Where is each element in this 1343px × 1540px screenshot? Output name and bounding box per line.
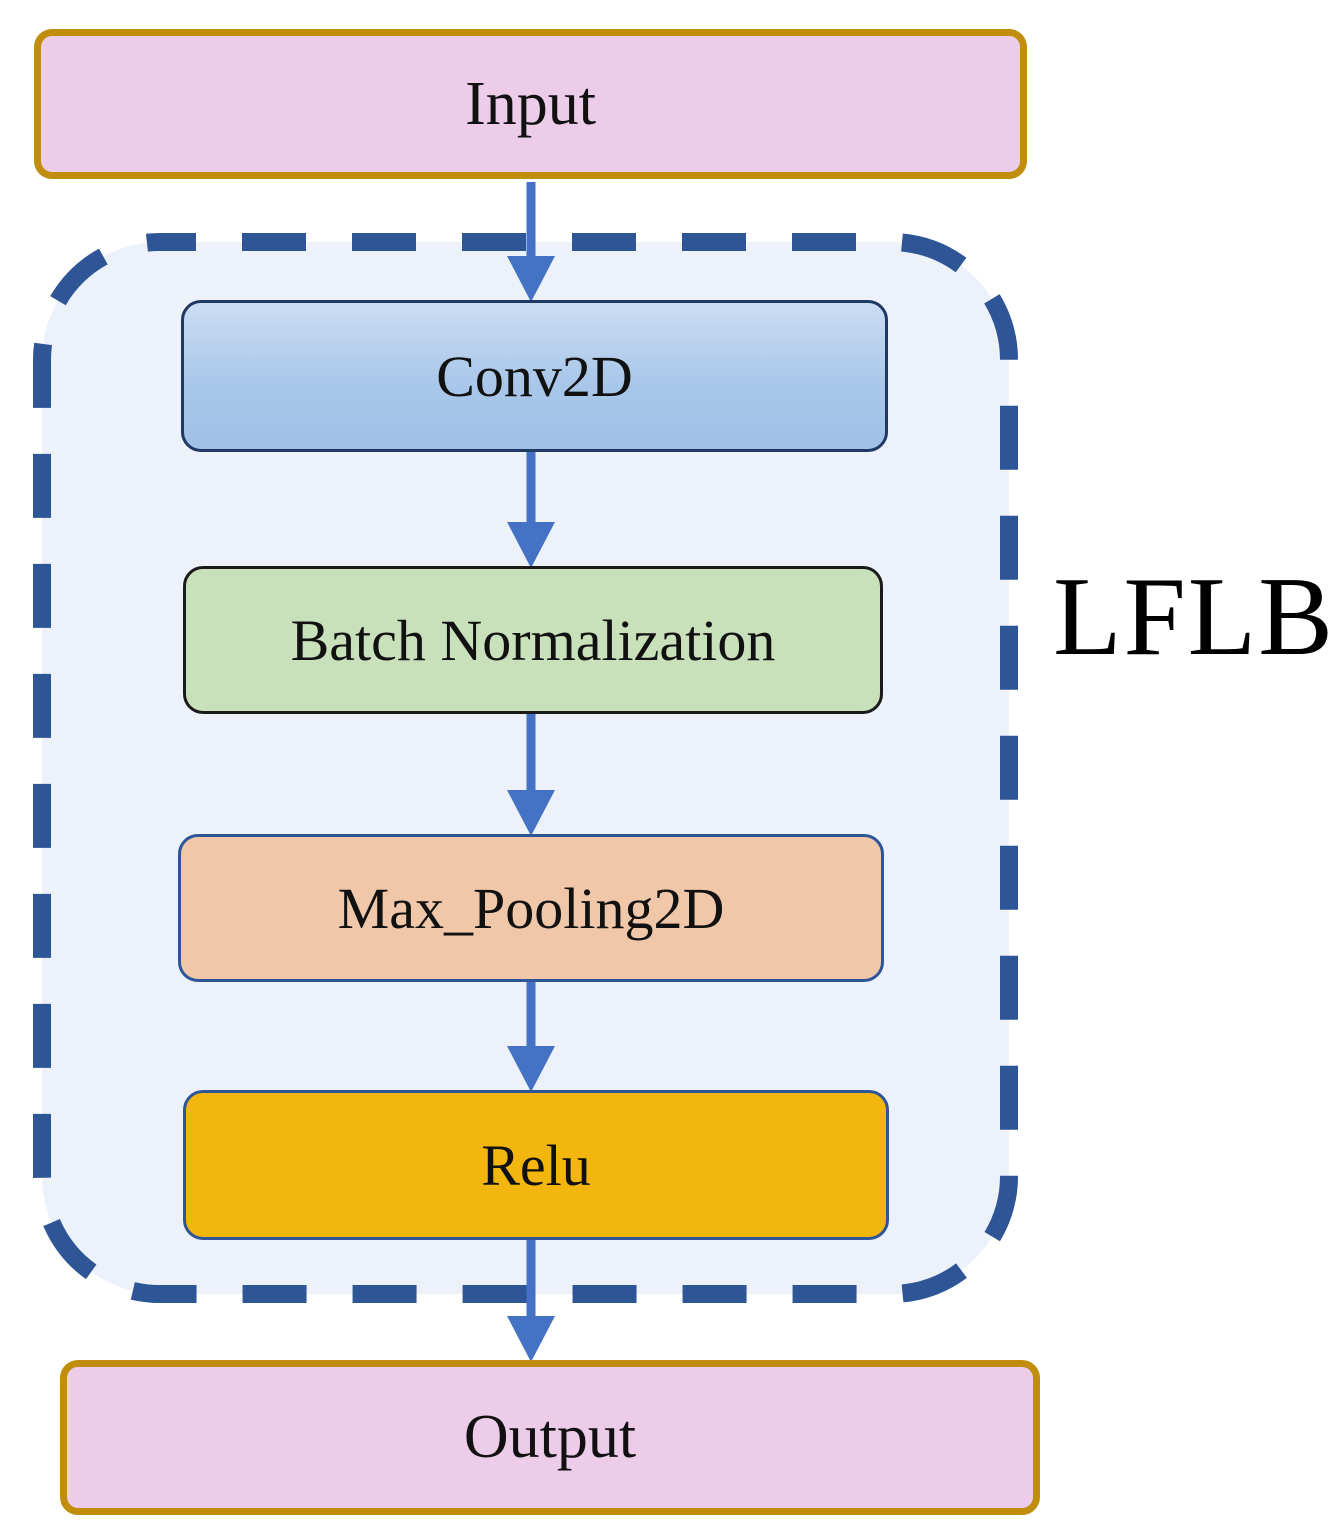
flow-arrow-bn-pool xyxy=(507,714,555,836)
batch-normalization-node-label: Batch Normalization xyxy=(290,607,776,673)
max-pooling2d-node: Max_Pooling2D xyxy=(178,834,884,982)
relu-node: Relu xyxy=(183,1090,889,1240)
conv2d-node: Conv2D xyxy=(181,300,888,452)
batch-normalization-node: Batch Normalization xyxy=(183,566,883,714)
flow-arrow-relu-output xyxy=(507,1240,555,1362)
output-node-label: Output xyxy=(463,1403,637,1471)
flow-arrow-pool-relu xyxy=(507,982,555,1092)
relu-node-label: Relu xyxy=(481,1132,591,1198)
max-pooling2d-node-label: Max_Pooling2D xyxy=(337,875,725,941)
input-node: Input xyxy=(34,29,1027,179)
conv2d-node-label: Conv2D xyxy=(436,343,633,409)
input-node-label: Input xyxy=(465,69,596,138)
lflb-dashed-container xyxy=(33,233,1018,1303)
output-node: Output xyxy=(60,1360,1040,1515)
lflb-container-label: LFLB xyxy=(1053,555,1335,679)
flow-arrow-input-conv xyxy=(507,182,555,302)
flow-arrow-conv-bn xyxy=(507,452,555,568)
